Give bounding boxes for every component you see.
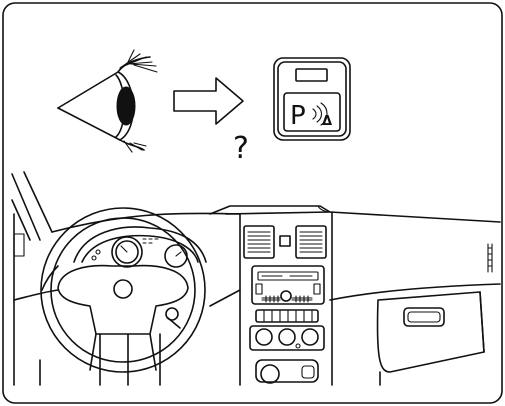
dashboard-illustration bbox=[12, 172, 500, 385]
button-triangle: Δ bbox=[322, 114, 332, 129]
question-mark: ? bbox=[233, 131, 249, 166]
button-p-letter: P bbox=[290, 101, 306, 131]
parking-sensor-button-icon: P Δ bbox=[274, 58, 350, 140]
arrow-right-icon bbox=[174, 78, 243, 124]
frame-border bbox=[3, 3, 502, 403]
eye-icon bbox=[58, 50, 157, 152]
